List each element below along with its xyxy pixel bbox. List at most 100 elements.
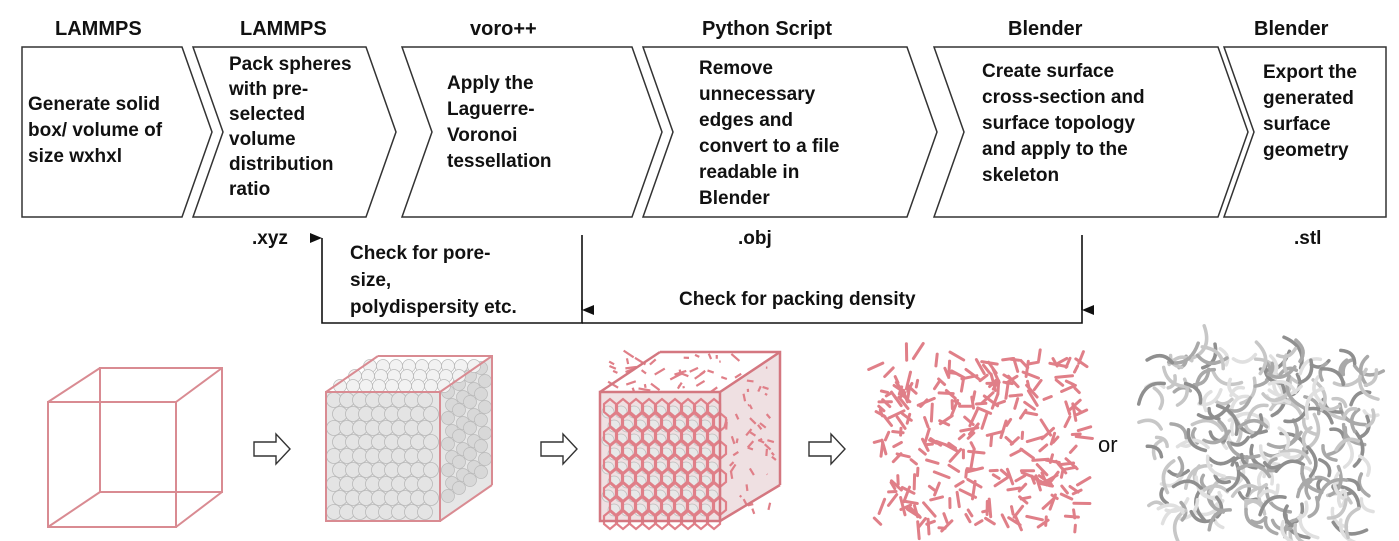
strut bbox=[959, 377, 965, 393]
strut bbox=[650, 382, 661, 392]
strut bbox=[938, 419, 951, 427]
strut bbox=[942, 512, 949, 524]
foam-strut bbox=[1215, 403, 1239, 436]
sphere bbox=[423, 490, 439, 506]
strut bbox=[1073, 364, 1080, 374]
sphere bbox=[417, 476, 433, 492]
foam-strut bbox=[1183, 381, 1203, 405]
packing-check-label: Check for packing density bbox=[679, 289, 916, 310]
step-line: Apply the bbox=[447, 73, 534, 94]
strut bbox=[1025, 435, 1045, 444]
foam-strut bbox=[1169, 422, 1188, 440]
foam-strut bbox=[1329, 427, 1346, 439]
step-line: and apply to the bbox=[982, 139, 1128, 160]
foam-strut bbox=[1359, 414, 1371, 439]
strut bbox=[887, 493, 899, 507]
strut bbox=[1026, 389, 1039, 407]
foam-strut bbox=[1342, 440, 1354, 469]
sphere bbox=[467, 359, 481, 373]
foam-strut bbox=[1237, 418, 1269, 429]
strut bbox=[932, 470, 951, 480]
step-line: Export the bbox=[1263, 62, 1357, 83]
foam-strut bbox=[1227, 377, 1239, 399]
foam-strut bbox=[1336, 488, 1346, 508]
foam-strut bbox=[1159, 487, 1170, 506]
strut bbox=[1036, 518, 1050, 529]
foam-strut bbox=[1328, 464, 1343, 498]
foam-strut bbox=[1342, 406, 1358, 420]
step-line: Blender bbox=[699, 188, 770, 209]
foam-strut bbox=[1297, 358, 1314, 385]
foam-strut bbox=[1277, 426, 1291, 450]
sphere bbox=[346, 379, 360, 393]
ext-obj: .obj bbox=[738, 228, 772, 249]
strut bbox=[968, 408, 979, 428]
foam-strut bbox=[1186, 427, 1208, 453]
strut bbox=[1035, 463, 1049, 477]
strut bbox=[995, 399, 1006, 406]
strut bbox=[947, 441, 957, 450]
tool-label-5: Blender bbox=[1008, 18, 1083, 40]
foam-strut bbox=[1285, 374, 1305, 410]
strut bbox=[985, 429, 1005, 437]
hollow-arrow-3 bbox=[808, 432, 846, 466]
foam-strut bbox=[1214, 397, 1234, 406]
pore-check-line: polydispersity etc. bbox=[350, 297, 517, 318]
strut bbox=[1002, 380, 1014, 386]
strut bbox=[916, 396, 936, 407]
strut bbox=[612, 369, 618, 374]
strut bbox=[723, 418, 728, 428]
strut bbox=[625, 358, 630, 365]
foam-strut bbox=[1304, 479, 1313, 500]
strut bbox=[955, 490, 961, 509]
sphere bbox=[423, 406, 439, 422]
sphere bbox=[452, 429, 466, 443]
strut bbox=[958, 488, 978, 499]
strut bbox=[1064, 400, 1072, 416]
sphere bbox=[452, 455, 466, 469]
strut bbox=[771, 455, 777, 461]
strut bbox=[694, 353, 700, 358]
strut bbox=[689, 366, 699, 373]
foam-strut bbox=[1267, 380, 1298, 395]
foam-strut bbox=[1258, 444, 1281, 467]
sphere bbox=[417, 392, 433, 408]
strut bbox=[1005, 417, 1013, 427]
strut bbox=[1073, 386, 1081, 395]
foam-strut bbox=[1306, 445, 1318, 478]
strut bbox=[944, 389, 957, 400]
strut bbox=[924, 442, 934, 447]
tool-label-3: voro++ bbox=[470, 18, 537, 40]
sphere bbox=[385, 379, 399, 393]
strut bbox=[926, 517, 931, 536]
sphere bbox=[423, 434, 439, 450]
foam-strut bbox=[1317, 402, 1341, 412]
sphere bbox=[463, 395, 477, 409]
strut bbox=[901, 393, 912, 404]
strut bbox=[889, 481, 897, 491]
foam-strut bbox=[1195, 353, 1229, 365]
foam-strut bbox=[1298, 357, 1323, 376]
packed-spheres-illustration bbox=[325, 355, 493, 522]
step-line: size wxhxl bbox=[28, 146, 122, 167]
strut bbox=[1074, 357, 1089, 369]
strut bbox=[929, 402, 934, 423]
step-box-4 bbox=[641, 46, 938, 218]
strut bbox=[872, 516, 883, 526]
strut bbox=[1059, 467, 1065, 479]
foam-strut bbox=[1175, 456, 1185, 478]
strut bbox=[1007, 516, 1022, 527]
strut bbox=[694, 370, 706, 380]
strut bbox=[745, 484, 749, 492]
foam-strut bbox=[1214, 495, 1224, 519]
foam-strut bbox=[1345, 478, 1361, 492]
foam-strut bbox=[1211, 370, 1244, 387]
sphere bbox=[372, 379, 386, 393]
strut bbox=[1054, 374, 1074, 379]
foam-strut bbox=[1236, 463, 1272, 479]
strut bbox=[923, 416, 930, 429]
foam-strut bbox=[1243, 498, 1267, 516]
strut bbox=[1008, 393, 1024, 398]
strut bbox=[748, 404, 753, 410]
foam-strut bbox=[1205, 454, 1226, 478]
